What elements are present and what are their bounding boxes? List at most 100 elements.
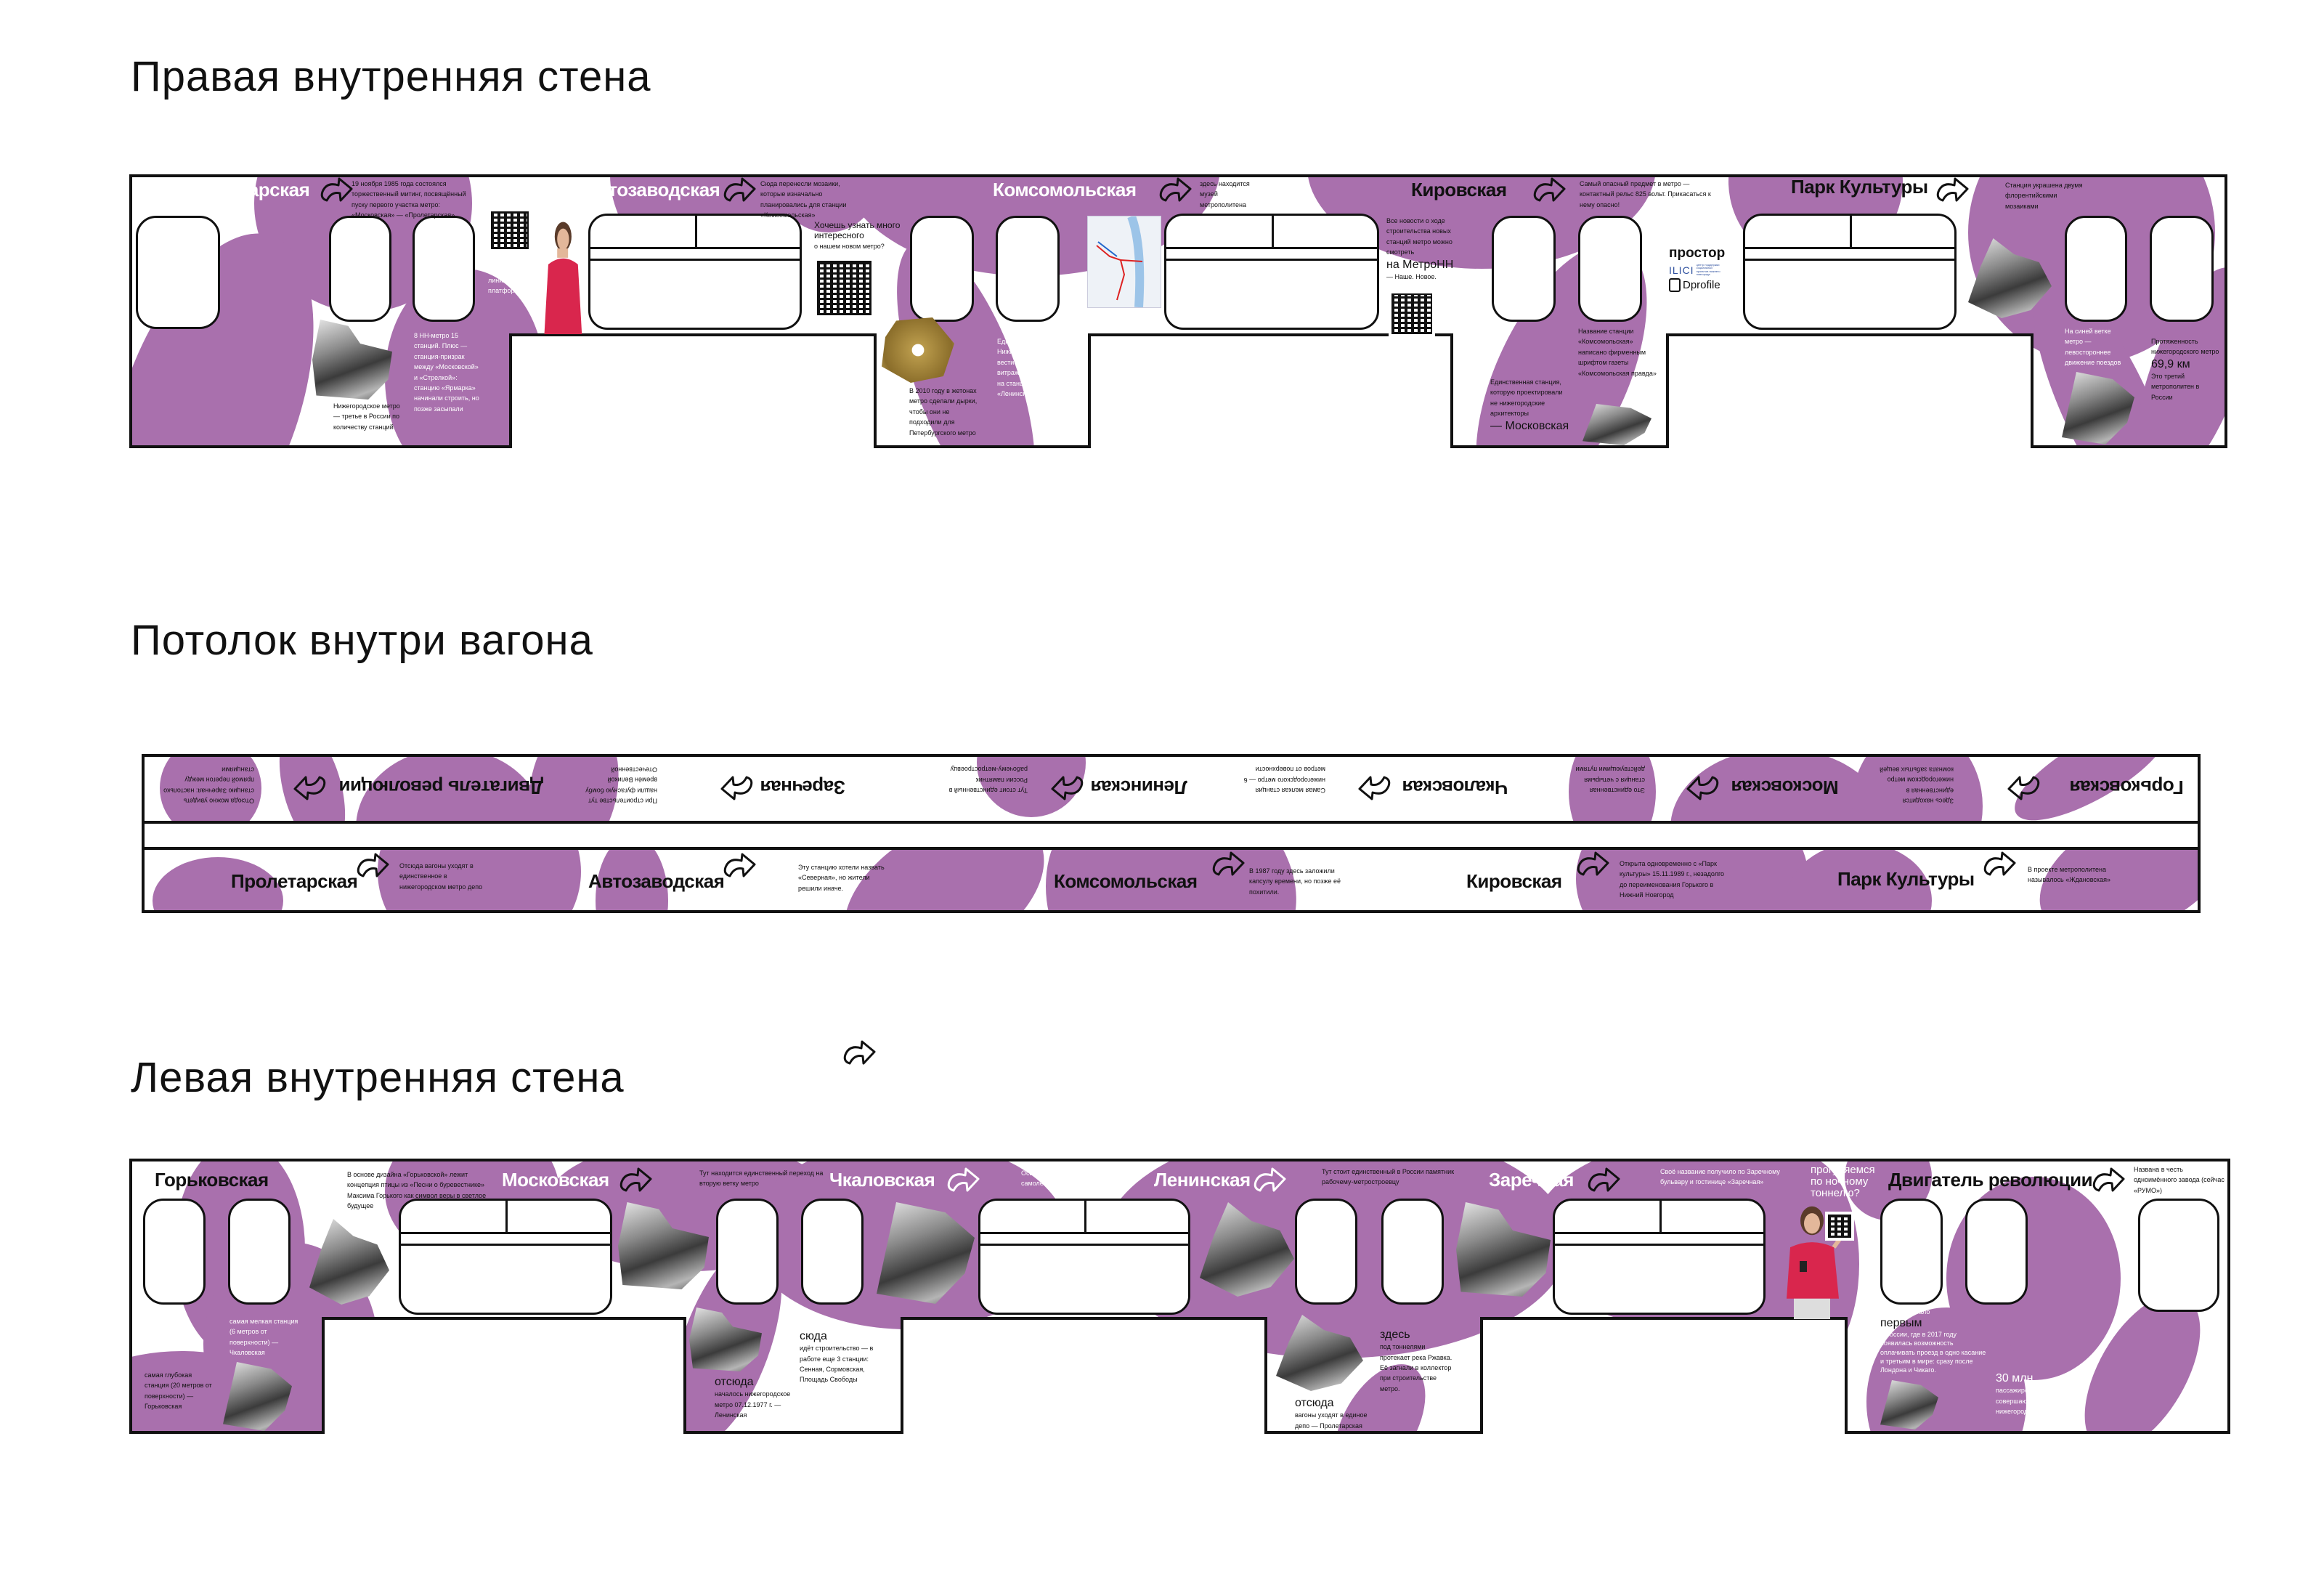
station-name: Московская — [1731, 777, 1839, 798]
door-panel — [978, 1199, 1190, 1315]
window — [228, 1199, 290, 1305]
station-fact: Отсюда можно увидеть станцию Заречная: н… — [163, 766, 254, 805]
window — [413, 216, 475, 322]
news-heading: на МетроНН — [1386, 258, 1454, 271]
architects-heading: — Московская — [1490, 419, 1569, 432]
qr-code[interactable] — [1389, 291, 1435, 337]
construction-note: сюда идёт строительство — в работе еще 3 … — [800, 1329, 883, 1385]
construction-heading: сюда — [800, 1330, 827, 1342]
ceiling-lower-blobs — [153, 848, 2199, 912]
station-fact: При строительстве тут нашли фугасную бом… — [585, 766, 657, 805]
ghost-station-note: 8 НН-метро 15 станций. Плюс — станция-пр… — [414, 332, 479, 413]
learn-more-text: о нашем новом метро? — [814, 242, 885, 250]
qr-code[interactable] — [814, 258, 874, 318]
arrow-icon — [1357, 773, 1391, 802]
left-wall-title: Левая внутренняя стена — [131, 1054, 625, 1101]
qr-code[interactable] — [1825, 1212, 1854, 1241]
arrow-icon — [619, 1166, 654, 1195]
night-tunnel-prompt: прогуляемся по ночному тоннелю? — [1811, 1164, 1875, 1199]
station-name: Пролетарская — [183, 179, 310, 200]
window — [1381, 1199, 1444, 1305]
door-panel — [588, 214, 802, 330]
right-wall-blobs — [131, 176, 2226, 447]
tokens-note: В 2010 году в жетонах метро сделали дырк… — [909, 387, 978, 437]
arrow-icon — [946, 1166, 981, 1195]
arrow-icon — [1935, 176, 1970, 205]
station-name: Московская — [502, 1169, 609, 1191]
station-name: Комсомольская — [1054, 870, 1198, 892]
left-traffic-note: На синей ветке метро — левостороннее дви… — [2065, 328, 2121, 367]
river-heading: здесь — [1380, 1329, 1410, 1341]
window — [1492, 216, 1556, 322]
window — [1295, 1199, 1357, 1305]
arrow-icon — [1983, 850, 2018, 879]
door-panel — [1553, 1199, 1766, 1315]
window — [910, 216, 974, 322]
station-fact: Сюда перенесли мозаики, которые изначаль… — [760, 180, 847, 219]
station-fact: Отсюда вагоны уходят в единственное в ни… — [399, 862, 483, 891]
station-name: Пролетарская — [231, 870, 358, 892]
deep-station-note: самая глубокая станция (20 метров от пов… — [145, 1371, 212, 1411]
prostor-logo: простор — [1669, 246, 1726, 261]
right-wall-outline — [129, 174, 2227, 448]
arrow-icon — [1532, 176, 1567, 205]
start-heading: отсюда — [715, 1376, 754, 1388]
station-name: Двигатель революции — [1888, 1169, 2093, 1191]
arrow-icon — [1685, 773, 1720, 802]
door-panel — [399, 1199, 612, 1315]
station-fact: Тут стоит единственный в России памятник… — [948, 766, 1028, 795]
learn-more-heading: Хочешь узнать много интересного — [814, 220, 901, 241]
arrow-icon — [2092, 1166, 2126, 1195]
station-fact: Самая мелкая станция нижегородского метр… — [1243, 766, 1325, 795]
arrow-icon — [1253, 1166, 1288, 1195]
station-name: Заречная — [760, 777, 845, 798]
window — [716, 1199, 779, 1305]
station-fact: В проекте метрополитена называлось «Ждан… — [2028, 866, 2110, 884]
length-text: Протяженность нижегородского метро — [2151, 338, 2219, 356]
station-name: Парк Культуры — [1837, 868, 1975, 890]
arrow-icon — [320, 176, 354, 205]
window — [329, 216, 391, 322]
news-text: Все новости о ходе строительства новых с… — [1386, 217, 1452, 256]
station-name: Автозаводская — [588, 870, 725, 892]
station-fact: В основе дизайна «Горьковской» лежит кон… — [347, 1171, 487, 1210]
station-fact: Станция украшена двумя флорентийскими мо… — [2005, 182, 2083, 210]
door-panel — [1743, 214, 1957, 330]
station-name: Комсомольская — [993, 179, 1137, 200]
station-name: Заречная — [1489, 1169, 1574, 1191]
station-fact: Эту станцию хотели назвать «Северная», н… — [798, 864, 885, 892]
window — [143, 1199, 206, 1305]
start-text: началось нижегородское метро 07.12.1977 … — [715, 1390, 791, 1419]
contactless-text: в России, где в 2017 году появилась возм… — [1880, 1331, 1986, 1374]
station-fact: Тут стоит единственный в России памятник… — [1322, 1168, 1455, 1186]
station-fact: Здесь находится единственная в нижегород… — [1880, 766, 1954, 805]
arrow-icon — [723, 176, 757, 205]
arrow-icon — [2006, 773, 2041, 802]
third-in-russia-note: Нижегородское метро — третье в России по… — [333, 402, 400, 431]
arrow-icon — [292, 773, 327, 802]
news-slogan: — Наше. Новое. — [1386, 272, 1437, 280]
presenter-photo — [544, 222, 582, 334]
arrow-icon — [723, 851, 757, 880]
left-wall-outline — [129, 1159, 2230, 1434]
qr-code[interactable] — [488, 208, 532, 252]
station-name: Ленинская — [1091, 777, 1187, 798]
arrow-icon — [842, 1039, 877, 1068]
right-wall-title: Правая внутренняя стена — [131, 53, 651, 100]
passengers-value: 30 млн — [1996, 1372, 2033, 1384]
font-note: Название станции «Комсомольская» написан… — [1578, 328, 1657, 377]
station-name: Кировская — [1466, 870, 1562, 892]
construction-text: идёт строительство — в работе еще 3 стан… — [800, 1345, 874, 1384]
platform-line-note: зачем нужна ограничительная линия на пла… — [488, 256, 540, 295]
ilici-logo-caption: центр поддержки социальных проектов нижн… — [1696, 263, 1720, 277]
arrow-icon — [356, 851, 391, 880]
arrow-icon — [1587, 1166, 1622, 1195]
window — [996, 216, 1060, 322]
dprofile-logo: Dprofile — [1669, 277, 1734, 292]
station-name: Двигатель революции — [339, 777, 544, 798]
